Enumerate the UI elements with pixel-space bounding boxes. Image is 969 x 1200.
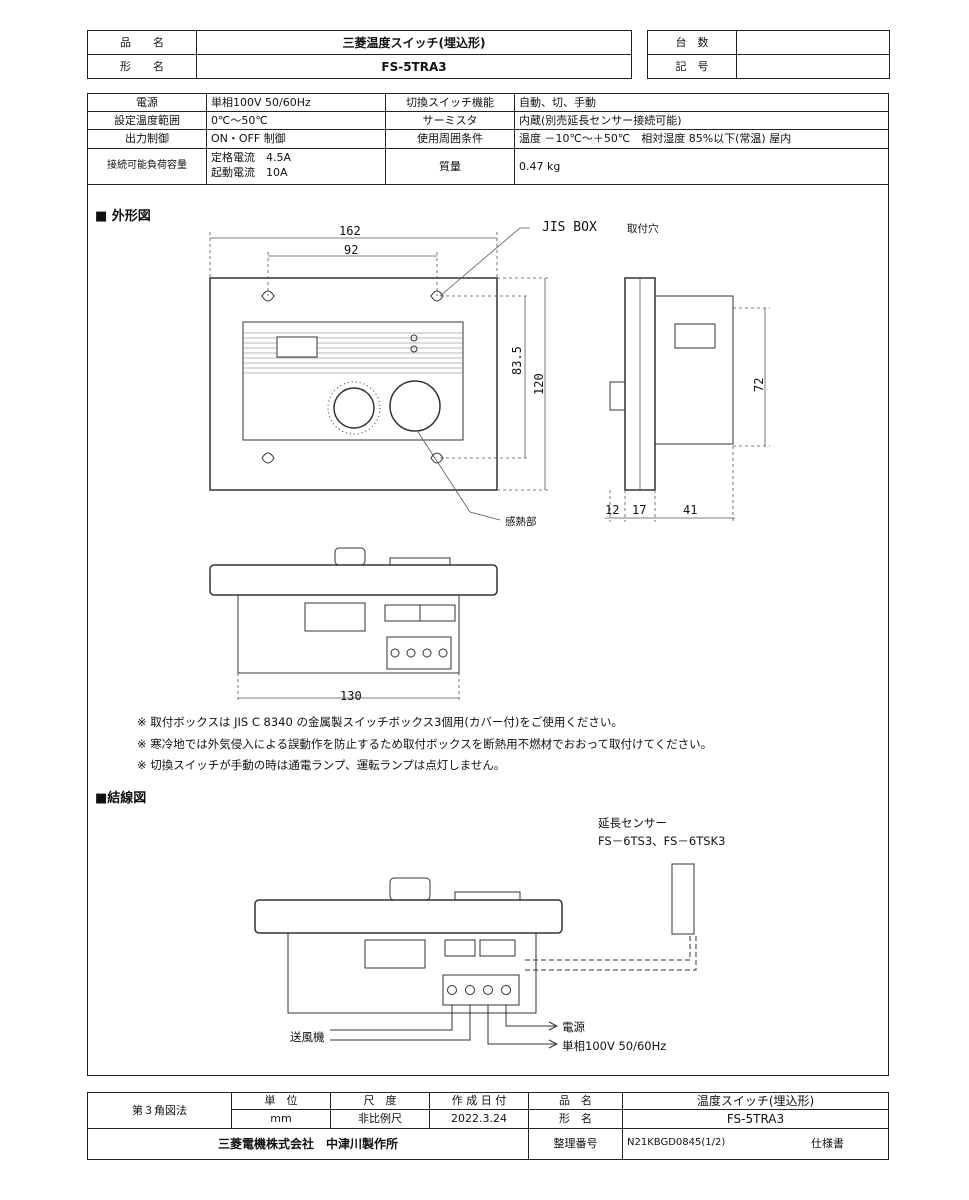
model-value: FS-5TRA3 <box>196 54 632 79</box>
temp-dial <box>333 387 375 429</box>
wiring-lamp <box>454 891 521 901</box>
dim-83-5: 83.5 <box>510 346 524 375</box>
panel-grille <box>243 332 463 374</box>
dimension-lines <box>209 227 550 521</box>
bottom-knob <box>334 547 366 566</box>
spec-label: 接続可能負荷容量 <box>87 147 207 186</box>
dim-12: 12 <box>605 503 620 517</box>
date-label: 作 成 日 付 <box>429 1092 529 1110</box>
model-label-footer: 形 名 <box>528 1108 623 1129</box>
dial-scale <box>327 381 381 435</box>
mode-switch <box>276 336 318 358</box>
dim-17: 17 <box>632 503 647 517</box>
side-body <box>654 295 734 445</box>
mounting-holes <box>261 290 444 464</box>
bottom-terminals <box>386 636 452 670</box>
spec-label: 質量 <box>385 147 515 186</box>
extension-sensor-title: 延長センサー <box>598 816 667 830</box>
doc-type: 仕様書 <box>811 1137 844 1151</box>
unit-value: mm <box>231 1108 331 1129</box>
power-spec-label: 単相100V 50/60Hz <box>562 1039 667 1053</box>
spec-value: 定格電流 4.5A 起動電流 10A <box>206 147 386 186</box>
mark-value <box>736 54 890 79</box>
dim-92: 92 <box>344 243 359 257</box>
dim-162: 162 <box>339 224 361 238</box>
power-lamp <box>410 334 418 342</box>
bottom-power-terminal-label <box>419 604 456 622</box>
qty-table: 台 数 記 号 <box>647 30 890 79</box>
unit-label: 単 位 <box>231 1092 331 1110</box>
dim-41: 41 <box>683 503 698 517</box>
wiring-caution-label <box>364 939 426 969</box>
dim-72: 72 <box>752 377 766 392</box>
front-panel <box>242 321 464 441</box>
jis-box-sub-label: 取付穴 <box>627 223 659 235</box>
spec-value: 0.47 kg <box>514 147 889 186</box>
model-value-footer: FS-5TRA3 <box>622 1108 889 1129</box>
doc-number-label: 整理番号 <box>528 1127 623 1161</box>
doc-number-cell: N21KBGD0845(1/2) 仕様書 <box>622 1127 889 1161</box>
rated-current: 定格電流 4.5A <box>211 151 292 165</box>
front-plate <box>209 277 498 491</box>
sensor-part-label: 感熱部 <box>505 516 537 528</box>
fan-wires <box>330 1005 471 1041</box>
spec-table: 電源 単相100V 50/60Hz 切換スイッチ機能 自動、切、手動 設定温度範… <box>87 92 889 186</box>
title-block: 第３角図法 単 位 尺 度 作 成 日 付 品 名 温度スイッチ(埋込形) mm… <box>87 1092 889 1161</box>
bottom-plate <box>209 564 498 596</box>
wiring-title: ■結線図 <box>95 791 147 806</box>
note-1: ※ 取付ボックスは JIS C 8340 の金属製スイッチボックス3個用(カバー… <box>137 715 623 729</box>
bottom-caution-label <box>304 602 366 632</box>
outline-title: ■ 外形図 <box>95 209 151 224</box>
wiring-plate <box>254 899 563 934</box>
dim-120: 120 <box>532 373 546 395</box>
sensor-cable <box>525 935 697 971</box>
wiring-knob <box>389 877 431 901</box>
bottom-lamp <box>389 557 451 566</box>
wiring-power-terminal-label <box>479 939 516 957</box>
extension-sensor-models: FS－6TS3、FS－6TSK3 <box>598 834 726 848</box>
wiring-sensor-terminal-label <box>444 939 476 957</box>
side-knob <box>609 381 626 411</box>
extension-sensor <box>671 863 695 935</box>
power-label: 電源 <box>562 1020 585 1034</box>
mark-label: 記 号 <box>647 54 737 79</box>
run-lamp <box>410 345 418 353</box>
wiring-terminals <box>442 974 520 1006</box>
scale-label: 尺 度 <box>330 1092 430 1110</box>
bottom-body <box>237 594 460 674</box>
power-wires <box>487 1005 559 1049</box>
side-display <box>674 323 716 349</box>
jis-box-label: JIS BOX <box>542 220 597 235</box>
note-2: ※ 寒冷地では外気侵入による誤動作を防止するため取付ボックスを断熱用不燃材でおお… <box>137 737 713 751</box>
name-label: 品 名 <box>528 1092 623 1110</box>
doc-number: N21KBGD0845(1/2) <box>627 1137 726 1149</box>
starting-current: 起動電流 10A <box>211 166 288 180</box>
fan-label: 送風機 <box>290 1030 325 1044</box>
sensor-cover <box>389 380 441 432</box>
dim-130: 130 <box>340 689 362 703</box>
date-value: 2022.3.24 <box>429 1108 529 1129</box>
spec-value: 自動、切、手動 <box>514 92 889 113</box>
company-name: 三菱電機株式会社 中津川製作所 <box>87 1127 529 1161</box>
wiring-body <box>287 932 537 1014</box>
name-value: 温度スイッチ(埋込形) <box>622 1092 889 1110</box>
note-3: ※ 切換スイッチが手動の時は通電ランプ、運転ランプは点灯しません。 <box>137 758 506 772</box>
header-table: 品 名 三菱温度スイッチ(埋込形) 形 名 FS-5TRA3 <box>87 30 632 79</box>
projection-method: 第３角図法 <box>87 1092 232 1129</box>
scale-value: 非比例尺 <box>330 1108 430 1129</box>
bottom-sensor-terminal-label <box>384 604 421 622</box>
